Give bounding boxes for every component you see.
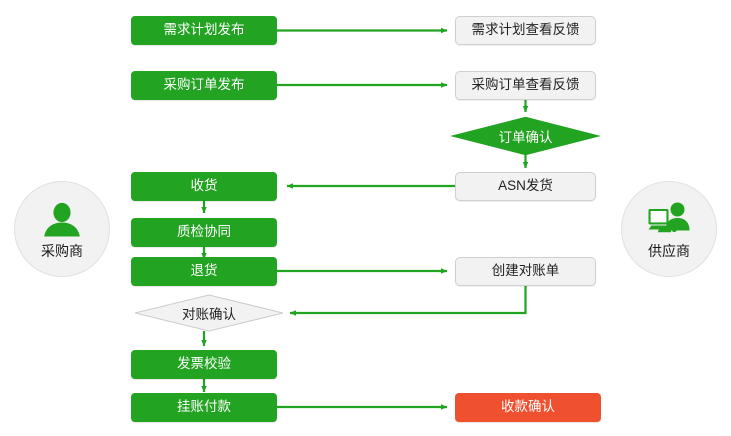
node-demand-plan-publish[interactable]: 需求计划发布 — [131, 16, 277, 45]
node-create-statement-label: 创建对账单 — [491, 263, 560, 279]
node-return-goods-label: 退货 — [190, 263, 218, 279]
node-payable-payment[interactable]: 挂账付款 — [131, 393, 277, 422]
node-po-feedback[interactable]: 采购订单查看反馈 — [455, 71, 596, 100]
actor-buyer[interactable]: 采购商 — [14, 181, 110, 277]
node-invoice-check-label: 发票校验 — [177, 356, 231, 372]
diamond-shape-gray — [134, 294, 284, 332]
node-demand-plan-publish-label: 需求计划发布 — [163, 22, 245, 38]
node-asn-shipment-label: ASN发货 — [498, 178, 553, 194]
node-receive-goods-label: 收货 — [190, 178, 218, 194]
node-payment-confirm[interactable]: 收款确认 — [455, 393, 601, 422]
node-po-publish[interactable]: 采购订单发布 — [131, 71, 277, 100]
actor-supplier-label: 供应商 — [648, 242, 690, 259]
node-invoice-check[interactable]: 发票校验 — [131, 350, 277, 379]
actor-supplier[interactable]: 供应商 — [621, 181, 717, 277]
node-order-confirm[interactable]: 订单确认 — [449, 116, 602, 156]
node-demand-plan-feedback[interactable]: 需求计划查看反馈 — [455, 16, 596, 45]
person-at-computer-icon — [648, 202, 690, 232]
node-payable-payment-label: 挂账付款 — [177, 399, 231, 415]
node-po-publish-label: 采购订单发布 — [163, 77, 245, 93]
person-icon — [44, 202, 80, 236]
node-order-confirm-label: 订单确认 — [498, 130, 553, 145]
node-statement-confirm[interactable]: 对账确认 — [134, 294, 284, 332]
edge-create-statement-to-statement-confirm — [289, 285, 527, 316]
node-asn-shipment[interactable]: ASN发货 — [455, 172, 596, 201]
node-create-statement[interactable]: 创建对账单 — [455, 257, 596, 286]
node-quality-collaboration-label: 质检协同 — [177, 224, 231, 240]
node-statement-confirm-label: 对账确认 — [182, 307, 236, 322]
node-receive-goods[interactable]: 收货 — [131, 172, 277, 201]
node-demand-plan-feedback-label: 需求计划查看反馈 — [471, 22, 580, 38]
node-return-goods[interactable]: 退货 — [131, 257, 277, 286]
node-po-feedback-label: 采购订单查看反馈 — [471, 77, 580, 93]
node-quality-collaboration[interactable]: 质检协同 — [131, 218, 277, 247]
actor-buyer-label: 采购商 — [41, 242, 83, 259]
node-payment-confirm-label: 收款确认 — [501, 399, 555, 415]
diamond-shape-green — [450, 116, 601, 156]
